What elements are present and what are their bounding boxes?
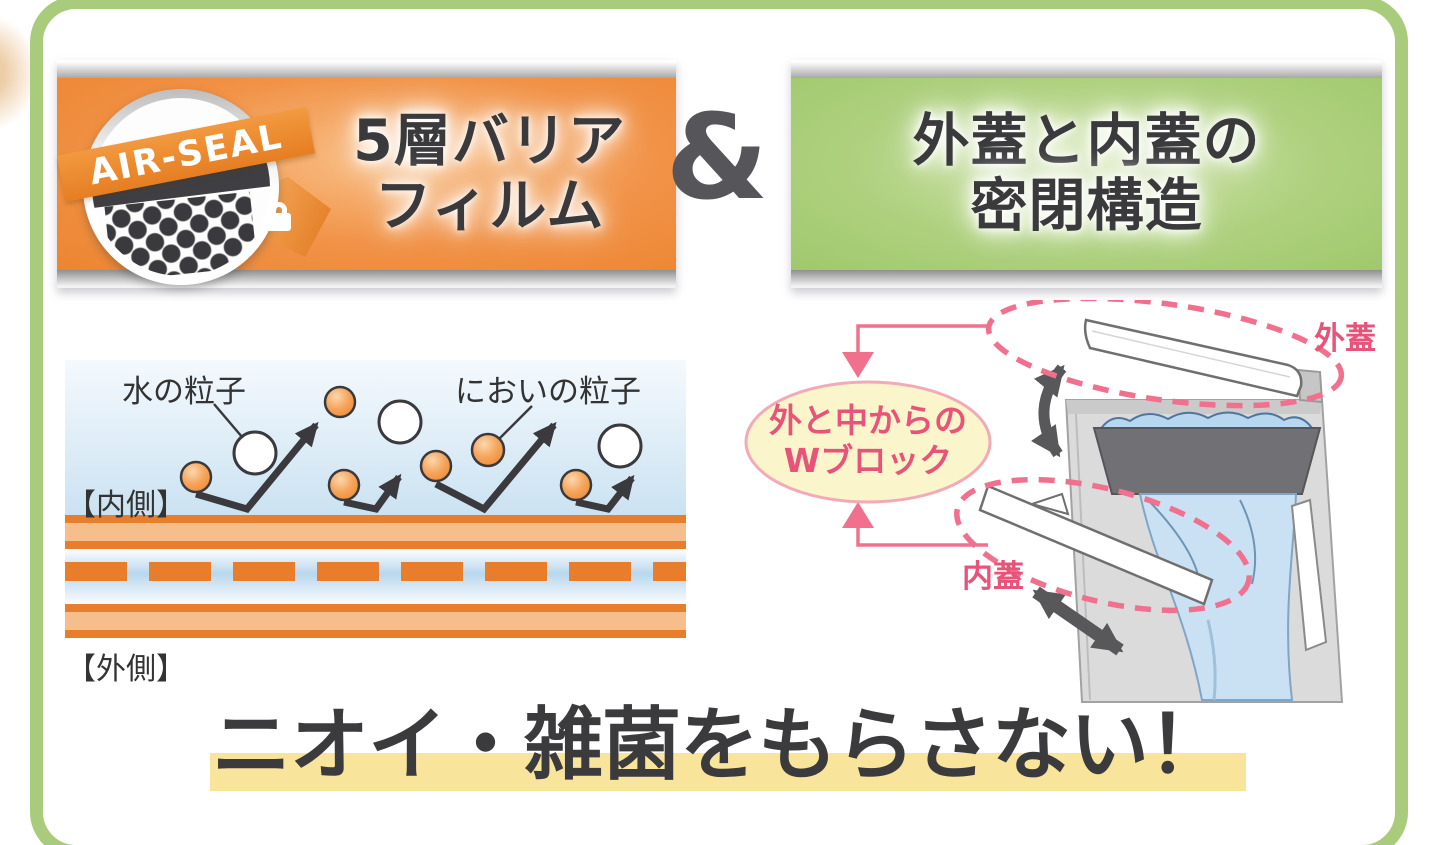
film-layer-light-orange — [65, 612, 686, 630]
bounce-arrow — [575, 474, 635, 513]
w-block-callout — [744, 380, 992, 504]
film-layer-orange — [65, 630, 686, 638]
banner-title-lid: 外蓋と内蓋の 密閉構造 — [791, 96, 1382, 252]
label-odor-particle: においの粒子 — [455, 374, 641, 410]
bag-streak — [1206, 619, 1217, 701]
metal-edge-top — [791, 60, 1382, 78]
film-layer-light-orange — [65, 523, 686, 541]
outer-lid-motion-arrow — [1030, 364, 1067, 458]
bounce-arrow — [195, 421, 319, 514]
lid-structure-diagram: 外と中からの Wブロック 外蓋 内蓋 — [744, 300, 1376, 703]
body-edge-line — [1075, 413, 1091, 701]
lock-icon — [267, 202, 291, 231]
label-outside: 【外側】 — [66, 652, 186, 687]
metal-edge-bottom — [791, 270, 1382, 288]
bounce-arrow — [434, 421, 557, 514]
slot-blade — [1290, 498, 1328, 652]
water-particle — [232, 430, 278, 476]
callout-bracket-bottom — [856, 526, 988, 547]
metal-edge-top — [57, 60, 676, 78]
label-outer-lid: 外蓋 — [1314, 321, 1376, 357]
banner-title-lid-line2: 密閉構造 — [970, 173, 1203, 239]
film-particles-graphic — [179, 385, 643, 514]
callout-bracket-top — [856, 324, 988, 352]
air-seal-badge: AIR-SEAL — [56, 81, 331, 299]
label-inner-lid: 内蓋 — [962, 559, 1024, 595]
water-particle — [597, 423, 643, 469]
film-layer-orange — [65, 515, 686, 523]
headline: ニオイ・雑菌をもらさない！ — [212, 699, 1227, 791]
label-inside: 【内側】 — [66, 488, 186, 523]
outer-lid-dashed-ellipse — [985, 300, 1345, 409]
inner-lid-tab — [1028, 492, 1070, 516]
outer-lid-edge — [1091, 330, 1291, 378]
banner-body-orange: AIR-SEAL 5層バリア フィルム — [56, 78, 676, 285]
banner-title-film: 5層バリア フィルム — [307, 96, 672, 252]
banner-title-film-line1: 5層バリア — [353, 108, 626, 175]
film-layers — [65, 515, 686, 638]
banner-title-film-line2: フィルム — [374, 173, 605, 239]
pail-illustration — [978, 318, 1344, 703]
badge-dots-pattern — [104, 192, 258, 276]
odor-particle — [323, 385, 357, 419]
odor-particle — [179, 460, 213, 494]
headline-highlight — [210, 753, 1246, 791]
w-block-line1: 外と中からの — [769, 401, 967, 440]
w-block-line2: Wブロック — [784, 441, 952, 480]
film-layer-orange — [65, 541, 686, 549]
banner-5layer-film: AIR-SEAL 5層バリア フィルム — [56, 60, 676, 288]
cassette-ring — [1092, 427, 1322, 495]
odor-particle — [327, 468, 361, 502]
film-layer-dashed-barrier — [65, 562, 686, 581]
odor-particle — [470, 432, 506, 468]
label-water-particle: 水の粒子 — [122, 374, 246, 410]
ampersand: & — [665, 88, 769, 226]
banner-body-green: 外蓋と内蓋の 密閉構造 — [791, 78, 1382, 270]
inner-lid-motion-arrow — [1032, 586, 1124, 656]
bounce-arrow — [343, 473, 402, 513]
banner-lid-seal: 外蓋と内蓋の 密閉構造 — [791, 60, 1382, 288]
leader-odor — [493, 405, 533, 445]
film-layer-barrier — [65, 549, 686, 604]
arrow-down-icon — [842, 352, 874, 378]
outer-lid — [1083, 318, 1303, 398]
banner-title-lid-line1: 外蓋と内蓋の — [912, 108, 1261, 175]
bag-fold — [1239, 499, 1257, 585]
arrow-up-icon — [842, 502, 874, 528]
water-particle — [377, 399, 423, 445]
inner-lid-dashed-ellipse — [954, 476, 1252, 614]
film-layer-orange — [65, 604, 686, 612]
inner-lid — [978, 484, 1214, 606]
odor-particle — [559, 468, 593, 502]
odor-particle — [419, 449, 453, 483]
